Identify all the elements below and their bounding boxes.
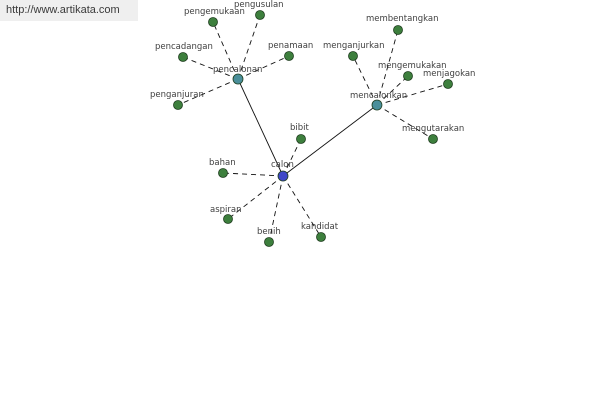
node-label-mencalonkan: mencalonkan xyxy=(350,91,407,101)
leaf-node-bibit xyxy=(296,134,306,144)
edge-mencalonkan-membentangkan xyxy=(376,29,399,106)
leaf-node-pengemukaan xyxy=(208,17,218,27)
node-label-kandidat: kandidat xyxy=(301,222,339,232)
node-label-penamaan: penamaan xyxy=(268,41,313,51)
edge-mencalonkan-mengutarakan xyxy=(376,104,434,140)
node-label-mengemukakan: mengemukakan xyxy=(378,61,447,71)
leaf-node-menjagokan xyxy=(443,79,453,89)
leaf-node-pencadangan xyxy=(178,52,188,62)
edge-mencalonkan-menjagokan xyxy=(376,83,449,106)
node-label-calon: calon xyxy=(271,160,294,170)
edge-calon-pencalonan xyxy=(237,78,284,177)
edge-calon-bibit xyxy=(282,138,302,177)
edge-pencalonan-pengusulan xyxy=(237,14,261,80)
edge-pencalonan-pencadangan xyxy=(182,56,239,80)
graph-edges xyxy=(177,14,449,243)
leaf-node-membentangkan xyxy=(393,25,403,35)
edge-calon-kandidat xyxy=(282,175,322,238)
edge-calon-mencalonkan xyxy=(282,104,378,177)
node-label-aspiran: aspiran xyxy=(210,205,242,215)
edge-pencalonan-penamaan xyxy=(237,55,290,80)
leaf-node-mengemukakan xyxy=(403,71,413,81)
node-label-bahan: bahan xyxy=(209,158,236,168)
leaf-node-penganjuran xyxy=(173,100,183,110)
node-label-penganjuran: penganjuran xyxy=(150,90,204,100)
edge-calon-benih xyxy=(268,175,284,243)
leaf-node-menganjurkan xyxy=(348,51,358,61)
node-label-membentangkan: membentangkan xyxy=(366,14,439,24)
node-label-menganjurkan: menganjurkan xyxy=(323,41,385,51)
node-label-bibit: bibit xyxy=(290,123,310,133)
node-label-pencadangan: pencadangan xyxy=(155,42,213,52)
leaf-node-benih xyxy=(264,237,274,247)
hub-node-mencalonkan xyxy=(371,99,383,111)
leaf-node-pengusulan xyxy=(255,10,265,20)
hub-node-pencalonan xyxy=(232,73,244,85)
node-label-mengutarakan: mengutarakan xyxy=(402,124,464,134)
graph-nodes xyxy=(173,10,453,247)
leaf-node-aspiran xyxy=(223,214,233,224)
edge-pencalonan-pengemukaan xyxy=(212,21,239,80)
edge-mencalonkan-menganjurkan xyxy=(352,55,378,106)
node-label-pencalonan: pencalonan xyxy=(213,65,262,75)
node-label-benih: benih xyxy=(257,227,281,237)
leaf-node-kandidat xyxy=(316,232,326,242)
edge-pencalonan-penganjuran xyxy=(177,78,239,106)
edge-mencalonkan-mengemukakan xyxy=(376,75,409,106)
node-label-menjagokan: menjagokan xyxy=(423,69,475,79)
source-url-watermark: http://www.artikata.com xyxy=(0,0,138,21)
center-node-calon xyxy=(277,170,289,182)
leaf-node-mengutarakan xyxy=(428,134,438,144)
leaf-node-bahan xyxy=(218,168,228,178)
leaf-node-penamaan xyxy=(284,51,294,61)
edge-calon-bahan xyxy=(222,172,284,177)
edge-calon-aspiran xyxy=(227,175,284,220)
node-label-pengemukaan: pengemukaan xyxy=(184,7,245,17)
node-label-pengusulan: pengusulan xyxy=(234,0,284,10)
